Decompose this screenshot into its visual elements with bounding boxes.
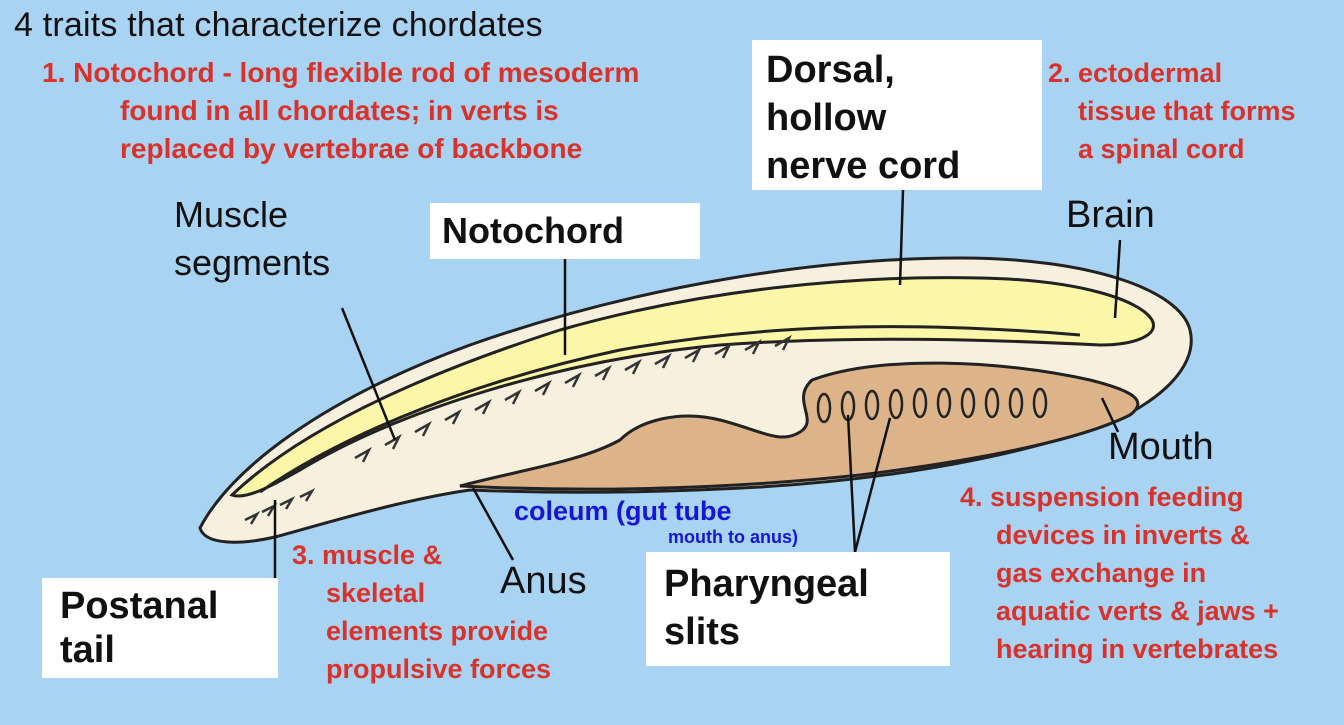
postanal-tail-label-box: Postanal tail: [42, 578, 278, 678]
muscle-segments-label-line-1: Muscle: [174, 194, 289, 235]
leader-lines: [273, 189, 1122, 578]
trait-1-line-2: found in all chordates; in verts is: [120, 95, 559, 126]
pharyngeal-label-line-2: slits: [664, 611, 741, 653]
trait-3-line-2: skeletal: [326, 578, 426, 608]
postanal-label-line-2: tail: [60, 629, 115, 671]
trait-4-line-3: gas exchange in: [996, 558, 1207, 588]
pharyngeal-slit-ovals: [816, 387, 1048, 424]
notochord-label-box: Notochord: [430, 203, 700, 259]
coelom-label: coleum (gut tube: [514, 496, 732, 526]
trait-1-line-1: 1. Notochord - long flexible rod of meso…: [42, 57, 640, 88]
trait-3-line-1: 3. muscle &: [292, 540, 443, 570]
trait-2-line-2: tissue that forms: [1078, 96, 1296, 126]
nerve-cord-shape: [229, 276, 1155, 498]
coelom-sublabel: mouth to anus): [668, 527, 798, 547]
trait-1-line-3: replaced by vertebrae of backbone: [120, 133, 583, 164]
trait-3-line-4: propulsive forces: [326, 654, 552, 684]
trait-2-line-3: a spinal cord: [1078, 134, 1245, 164]
trait-4-line-5: hearing in vertebrates: [996, 634, 1279, 664]
notochord-line: [259, 325, 1081, 494]
trait-2-line-1: 2. ectodermal: [1048, 58, 1223, 88]
dorsal-label-line-3: nerve cord: [766, 145, 961, 187]
anus-label: Anus: [500, 560, 587, 602]
mouth-label: Mouth: [1108, 426, 1214, 468]
muscle-chevrons: [244, 334, 792, 525]
dorsal-nerve-cord-label-box: Dorsal, hollow nerve cord: [752, 40, 1042, 190]
muscle-segments-label-line-2: segments: [174, 242, 331, 283]
trait-3-line-3: elements provide: [326, 616, 549, 646]
trait-4-line-1: 4. suspension feeding: [960, 482, 1244, 512]
postanal-label-line-1: Postanal: [60, 585, 219, 627]
brain-label: Brain: [1066, 194, 1155, 236]
dorsal-label-line-1: Dorsal,: [766, 49, 895, 91]
trait-4-line-4: aquatic verts & jaws +: [996, 596, 1279, 626]
pharyngeal-label-line-1: Pharyngeal: [664, 563, 869, 605]
pharyngeal-slits-label-box: Pharyngeal slits: [646, 552, 950, 666]
dorsal-label-line-2: hollow: [766, 97, 887, 139]
gut-shape: [459, 361, 1140, 491]
page-title: 4 traits that characterize chordates: [14, 6, 543, 44]
trait-4-line-2: devices in inverts &: [996, 520, 1250, 550]
